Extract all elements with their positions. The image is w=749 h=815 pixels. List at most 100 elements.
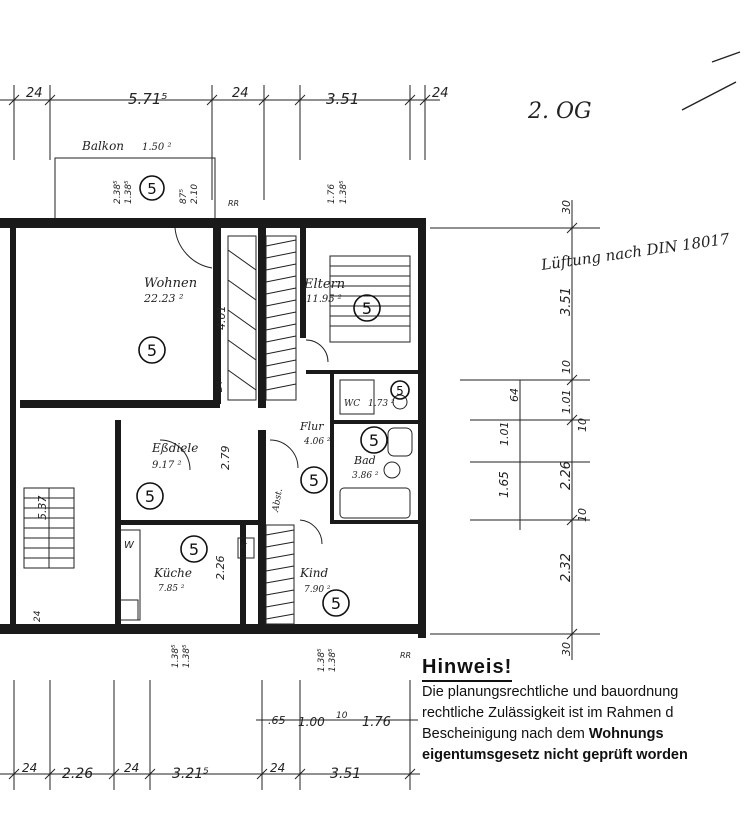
kueche-area: 7.85 ² xyxy=(158,584,185,594)
dim-inner: 2.38⁵ xyxy=(113,180,123,204)
balkon-area: 1.50 ² xyxy=(142,142,171,153)
notice-line-1: Die planungsrechtliche und bauordnung xyxy=(422,684,679,700)
dim-right: 10 xyxy=(576,418,589,432)
walls xyxy=(0,218,426,638)
room-code: 5 xyxy=(331,594,341,613)
dim-inner: 24 xyxy=(33,610,43,622)
sub-dimension-chain: .65 1.00 10 1.76 xyxy=(256,711,418,730)
dim-sub: 1.00 xyxy=(298,715,325,729)
room-code: 5 xyxy=(396,384,404,398)
dim-top-2: 5.71⁵ xyxy=(128,90,167,108)
dim-inner: 1.38⁵ xyxy=(171,644,181,668)
room-code: 5 xyxy=(309,471,319,490)
dim-right: 3.51 xyxy=(559,287,574,316)
dim-right: 1.01 xyxy=(560,390,573,415)
room-code: 5 xyxy=(189,540,199,559)
dim-bottom-3: 24 xyxy=(124,761,139,775)
dim-top-3: 24 xyxy=(232,86,249,101)
dim-top-4: 3.51 xyxy=(326,90,359,108)
dim-right: 64 xyxy=(508,388,521,402)
abst-label: Abst. xyxy=(271,488,285,514)
bottom-dimension-chain: 24 2.26 24 3.21⁵ 24 3.51 xyxy=(0,680,420,790)
sanitary-fixtures xyxy=(339,379,413,519)
room-labels: Wohnen 22.23 ² Eltern 11.95 ² WC 1.73 ² … xyxy=(143,276,395,595)
notice-title: Hinweis! xyxy=(422,656,513,682)
dim-bottom-5: 24 xyxy=(270,761,285,775)
kind-label: Kind xyxy=(299,566,329,580)
balkon-label: Balkon xyxy=(81,139,124,153)
dim-inner: 1.38⁵ xyxy=(328,648,338,672)
wc-label: WC xyxy=(344,399,360,409)
door-swings xyxy=(159,227,329,545)
inner-dimensions: 2.38⁵ 1.38⁵ 87⁵ 2.10 1.76 1.38⁵ 4.01 24 … xyxy=(33,180,349,672)
dim-right: 10 xyxy=(576,508,589,522)
dim-inner: 24 xyxy=(215,380,225,392)
wohnen-label: Wohnen xyxy=(144,276,197,291)
w-label: W xyxy=(124,540,135,551)
dim-sub: .65 xyxy=(268,714,286,727)
room-code: 5 xyxy=(145,487,155,506)
dim-sub: 1.76 xyxy=(362,715,391,730)
flur-label: Flur xyxy=(299,420,324,433)
dim-right: 2.32 xyxy=(559,553,574,582)
dim-top-1: 24 xyxy=(26,86,43,101)
essdiele-area: 9.17 ² xyxy=(152,460,181,471)
dim-right: 30 xyxy=(560,642,573,656)
kind-area: 7.90 ² xyxy=(304,585,331,595)
hatched-shafts xyxy=(227,235,411,625)
dim-bottom-6: 3.51 xyxy=(330,766,361,782)
dim-inner: 1.38⁵ xyxy=(317,648,327,672)
dim-inner: 2.26 xyxy=(214,556,227,581)
dim-inner: 1.38⁵ xyxy=(124,180,134,204)
top-dimension-chain: 24 5.71⁵ 24 3.51 24 xyxy=(0,85,449,200)
essdiele-label: Eßdiele xyxy=(151,441,198,455)
dim-right: 1.01 xyxy=(498,422,511,447)
scribble-mark xyxy=(711,51,741,63)
notice-emphasis: nicht geprüft worden xyxy=(543,747,688,763)
floor-label: 2. OG xyxy=(527,99,592,124)
dim-bottom-2: 2.26 xyxy=(62,766,93,782)
dim-right: 2.26 xyxy=(559,461,574,490)
kitchen-units xyxy=(119,529,255,621)
dim-inner: 1.38⁵ xyxy=(339,180,349,204)
right-dimension-chain: 30 3.51 10 1.01 64 10 2.26 1.01 1.65 10 … xyxy=(430,200,600,660)
dim-inner: 5.37 xyxy=(36,496,49,521)
notice-box: Hinweis! Die planungsrechtliche und bauo… xyxy=(422,656,749,766)
scribble-mark xyxy=(681,81,737,111)
rr-label-bottom: RR xyxy=(400,651,411,660)
dim-sub: 10 xyxy=(336,711,348,721)
dim-right: 10 xyxy=(560,360,573,374)
rr-label-top: RR xyxy=(228,199,239,208)
notice-emphasis: eigentumsgesetz xyxy=(422,747,544,763)
dim-inner: 87⁵ xyxy=(179,189,189,204)
room-code: 5 xyxy=(362,299,372,318)
notice-emphasis: Wohnungs xyxy=(588,726,664,742)
kueche-label: Küche xyxy=(153,566,192,580)
notice-text: Bescheinigung nach dem xyxy=(422,726,589,742)
wc-area: 1.73 ² xyxy=(368,399,395,409)
dim-bottom-1: 24 xyxy=(22,761,37,775)
notice-line-3: Bescheinigung nach dem Wohnungs xyxy=(422,724,749,745)
dim-right: 30 xyxy=(560,200,573,214)
room-code: 5 xyxy=(369,431,379,450)
room-code: 5 xyxy=(147,341,157,360)
dim-bottom-4: 3.21⁵ xyxy=(172,766,209,782)
flur-area: 4.06 ² xyxy=(303,437,331,447)
k-label: K xyxy=(240,542,248,553)
notice-line-4: eigentumsgesetz nicht geprüft worden xyxy=(422,745,749,766)
wohnen-area: 22.23 ² xyxy=(143,292,183,305)
dim-top-5: 24 xyxy=(432,86,449,101)
staircase xyxy=(23,487,75,569)
dim-inner: 2.10 xyxy=(190,184,200,204)
dim-inner: 1.76 xyxy=(327,184,337,204)
dim-right: 1.65 xyxy=(497,471,511,498)
bad-label: Bad xyxy=(353,454,376,467)
balcony: Balkon 1.50 ² xyxy=(54,139,216,221)
dim-inner: 1.38⁵ xyxy=(182,644,192,668)
room-code-markers: 5 5 5 5 5 5 5 5 5 xyxy=(136,175,410,617)
eltern-area: 11.95 ² xyxy=(306,294,342,305)
room-code: 5 xyxy=(147,180,157,198)
eltern-label: Eltern xyxy=(303,277,345,292)
dim-inner: 2.79 xyxy=(219,446,232,471)
